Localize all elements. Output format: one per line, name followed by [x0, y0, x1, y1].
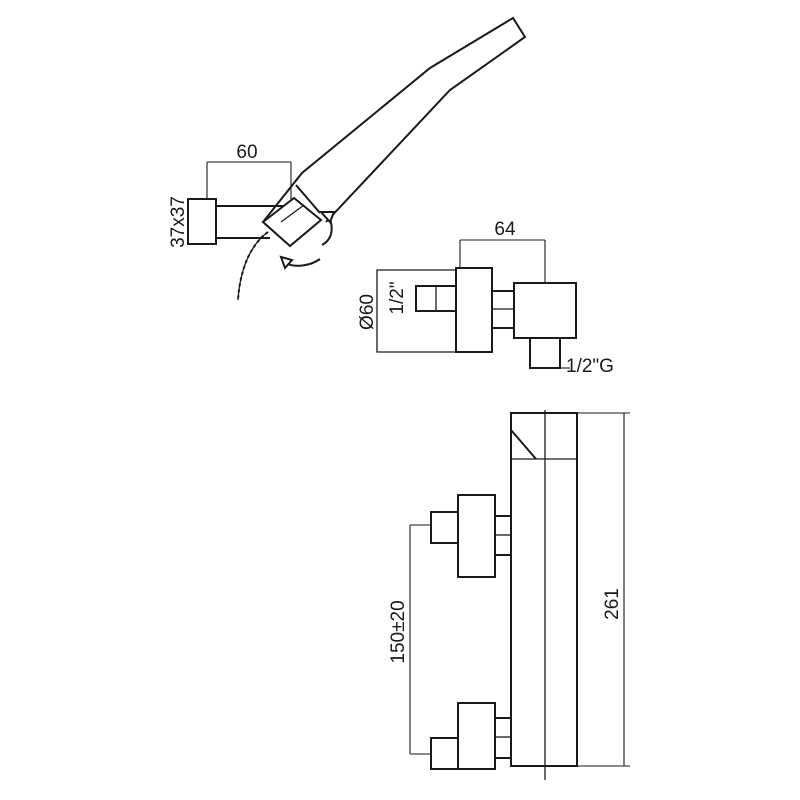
holder-width-label: 60 [236, 142, 257, 163]
outlet-spout [529, 337, 561, 369]
hand-shower [261, 16, 527, 248]
connector-thread-label: 1/2" [387, 281, 408, 314]
connector-width-label: 64 [494, 219, 516, 240]
rotation-arrows [279, 211, 336, 270]
wall-holder [187, 198, 291, 245]
lower-inlet [430, 702, 512, 770]
connector-body [455, 267, 493, 353]
mixer-body [510, 410, 578, 780]
connector-diameter-label: Ø60 [357, 294, 378, 330]
upper-inlet [430, 494, 512, 578]
mixer-assembly: 150±20 261 [388, 410, 630, 780]
hand-shower-assembly: 60 37x37 [168, 16, 527, 301]
outlet-thread-label: 1/2"G [566, 356, 614, 377]
holder-width-dimension: 60 [206, 142, 292, 205]
body-length-label: 261 [602, 588, 623, 620]
body-length-dimension: 261 [577, 412, 630, 767]
inlet-spacing-label: 150±20 [388, 600, 409, 663]
holder-section-label: 37x37 [168, 196, 189, 248]
wall-rosette [376, 269, 491, 353]
inlet-spacing-dimension: 150±20 [388, 524, 431, 755]
connector-width-dimension: 64 [459, 219, 546, 283]
outlet-elbow [513, 282, 577, 339]
wall-connector-assembly: 64 Ø60 1/2" 1/2"G [357, 219, 614, 377]
flexible-hose [237, 231, 269, 301]
